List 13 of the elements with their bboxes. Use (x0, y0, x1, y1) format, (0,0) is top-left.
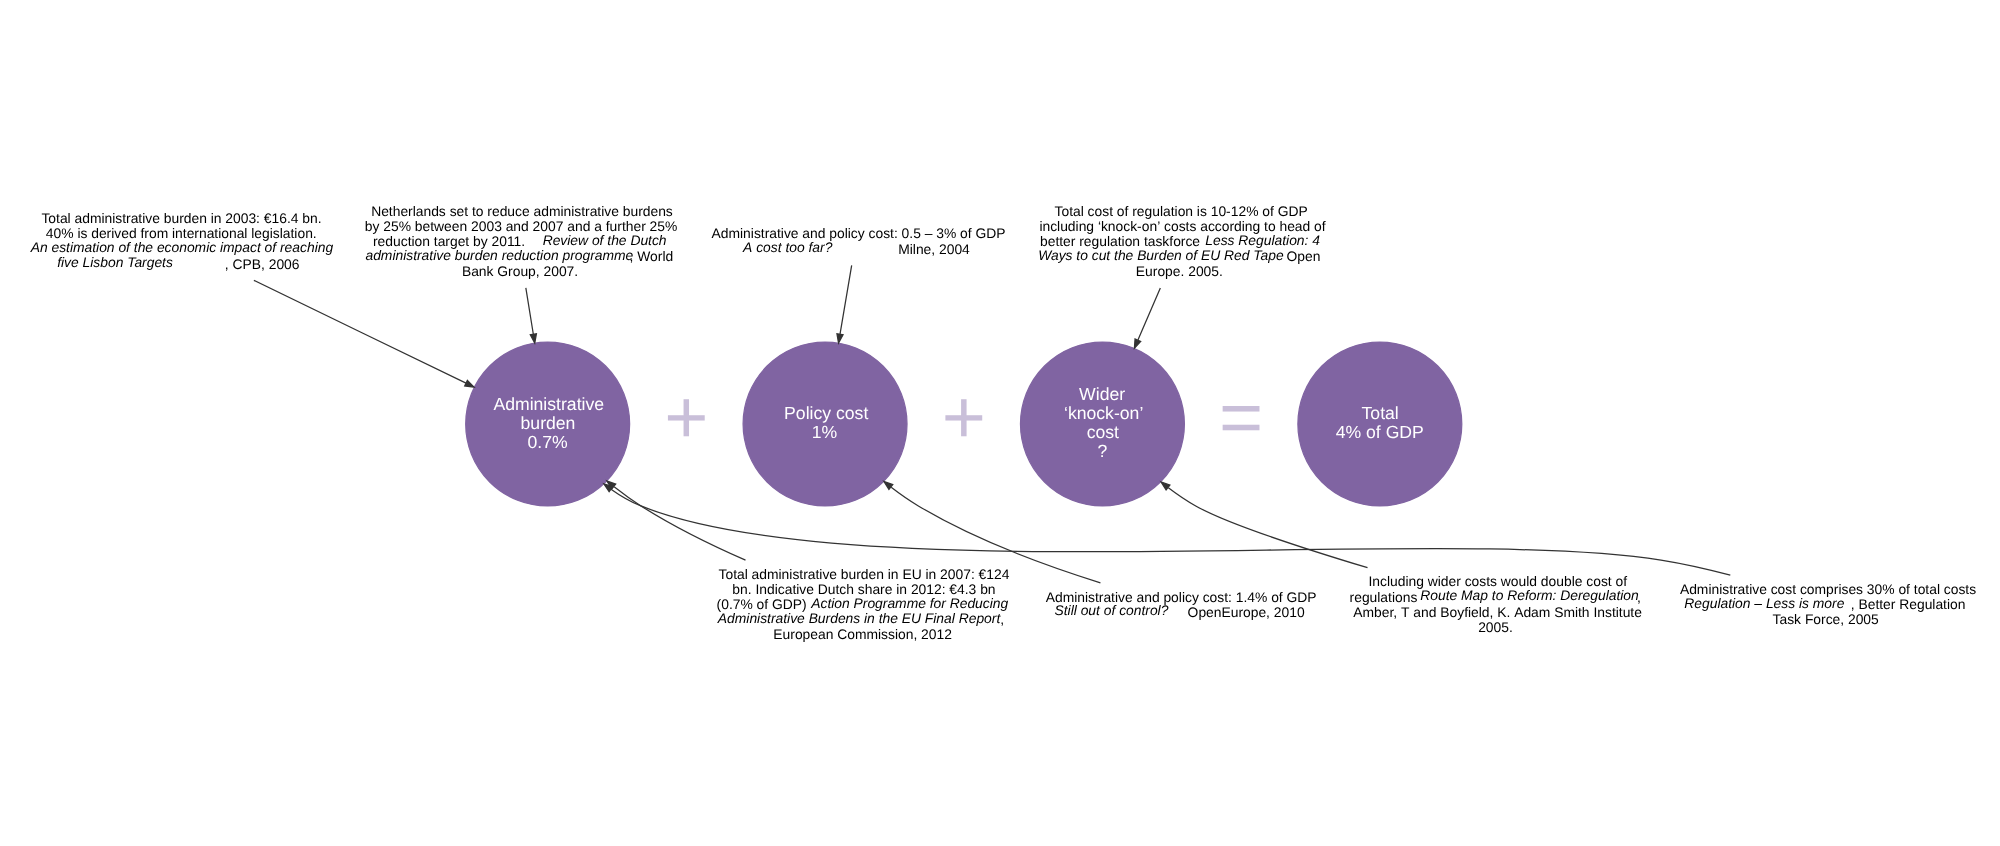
arrow (1133, 286, 1161, 350)
node-circle: Policy cost 1% (742, 340, 908, 506)
arrow (1159, 479, 1369, 568)
arrow (525, 286, 538, 344)
label: + (664, 375, 709, 460)
label: + (941, 375, 986, 460)
arrow (882, 479, 1102, 583)
label: = (1219, 375, 1264, 460)
arrow (836, 263, 853, 344)
arrow (602, 481, 1731, 575)
node-circle: Wider ‘knock-on’ cost ? (1019, 340, 1186, 506)
arrow (253, 278, 476, 387)
node-circle: Total 4% of GDP (1297, 340, 1463, 506)
